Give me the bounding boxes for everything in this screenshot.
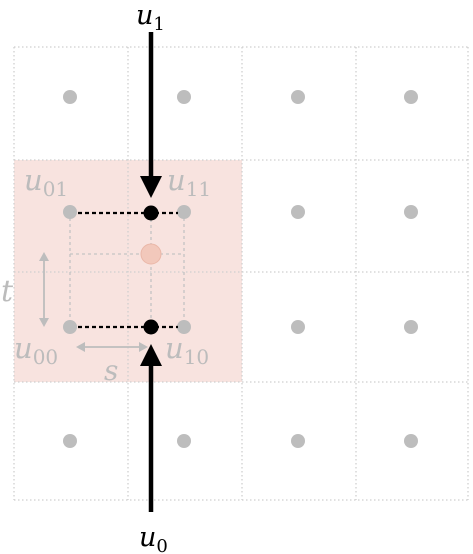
- label-u0: u0: [139, 522, 168, 554]
- label-s: s: [104, 354, 118, 387]
- label-u11: u11: [167, 163, 211, 201]
- bottom-arrow: [140, 344, 162, 512]
- top-arrow: [140, 32, 162, 198]
- grid: [13, 46, 469, 501]
- bottom-interp-point: [143, 319, 159, 335]
- label-u1: u1: [136, 0, 165, 35]
- s-arrow: [76, 342, 148, 352]
- interpolation-box: [69, 212, 185, 327]
- label-t: t: [1, 274, 14, 309]
- label-u00: u00: [14, 331, 58, 369]
- t-arrow: [39, 252, 49, 327]
- grid-dots: [63, 90, 418, 448]
- sample-point: [140, 243, 162, 265]
- top-interp-point: [143, 205, 159, 221]
- label-u01: u01: [24, 163, 68, 201]
- label-u10: u10: [165, 331, 209, 369]
- interpolation-rows: [78, 211, 178, 329]
